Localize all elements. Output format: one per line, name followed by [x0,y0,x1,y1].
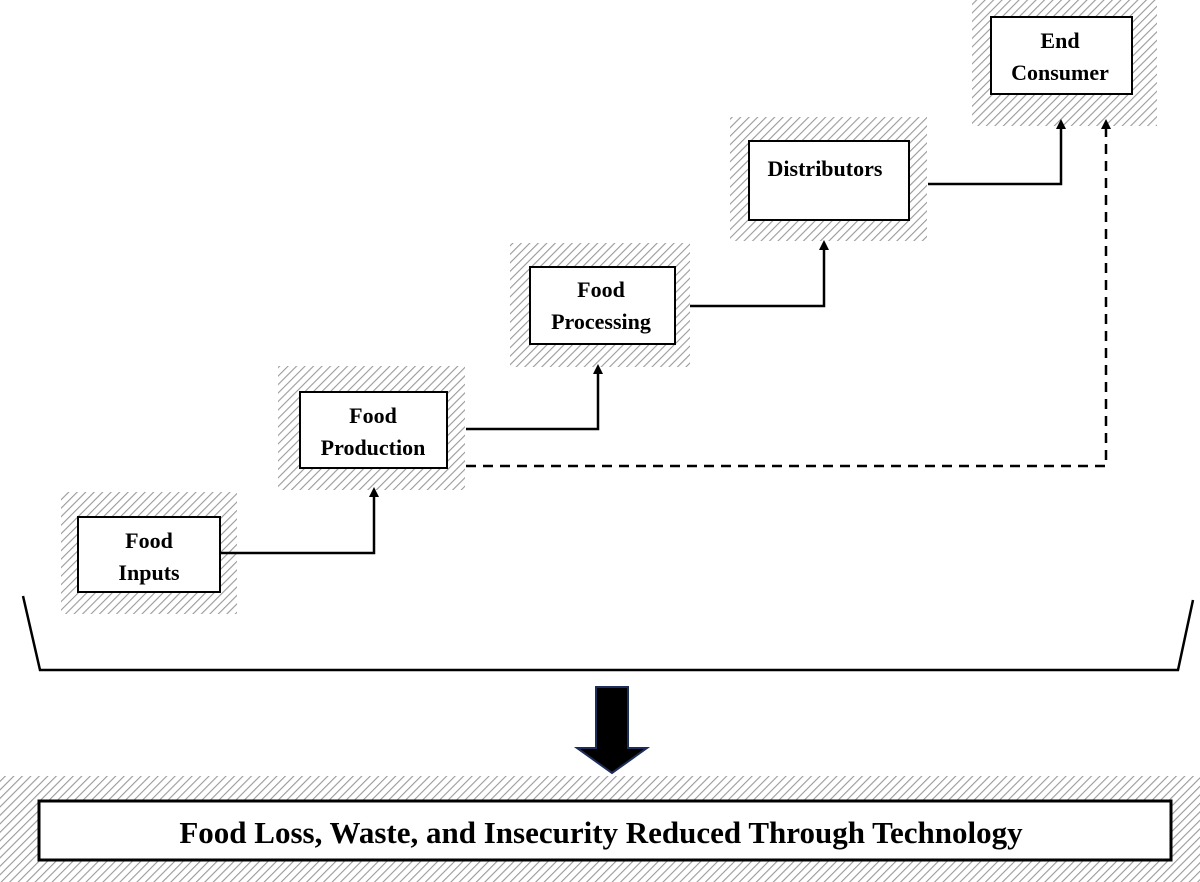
connector-processing-to-distributors [690,240,829,308]
stages-bracket [21,595,1195,672]
stage-food-inputs-label-line1: Food [125,528,173,553]
stage-food-production-label-line1: Food [349,403,397,428]
stage-end-consumer-label-line1: End [1040,28,1079,53]
stage-end-consumer-label-line2: Consumer [1011,60,1109,85]
outcome-label: Food Loss, Waste, and Insecurity Reduced… [179,815,1023,850]
stage-food-inputs: Food Inputs [61,492,237,614]
connector-distributors-to-consumer [928,119,1066,186]
outcome-box [37,799,1173,862]
stage-distributors-label: Distributors [768,156,883,181]
stage-food-production: Food Production [278,366,465,490]
stage-food-processing-box [529,266,676,345]
stage-food-inputs-box [77,516,221,593]
outcome: Food Loss, Waste, and Insecurity Reduced… [0,776,1200,882]
stage-food-production-label-line2: Production [321,435,426,460]
stage-distributors: Distributors [730,117,927,241]
stage-end-consumer-box [990,16,1133,95]
connector-inputs-to-production [220,487,379,555]
stage-food-production-box [299,391,448,469]
stage-distributors-box [748,140,910,221]
stage-food-processing-label-line1: Food [577,277,625,302]
stage-food-processing-label-line2: Processing [551,309,651,334]
stage-food-processing: Food Processing [510,243,690,367]
down-arrow [573,686,651,775]
connector-production-to-consumer-dashed [466,119,1111,468]
stage-end-consumer: End Consumer [972,0,1157,126]
connector-production-to-processing [466,364,603,431]
stage-food-inputs-label-line2: Inputs [118,560,180,585]
